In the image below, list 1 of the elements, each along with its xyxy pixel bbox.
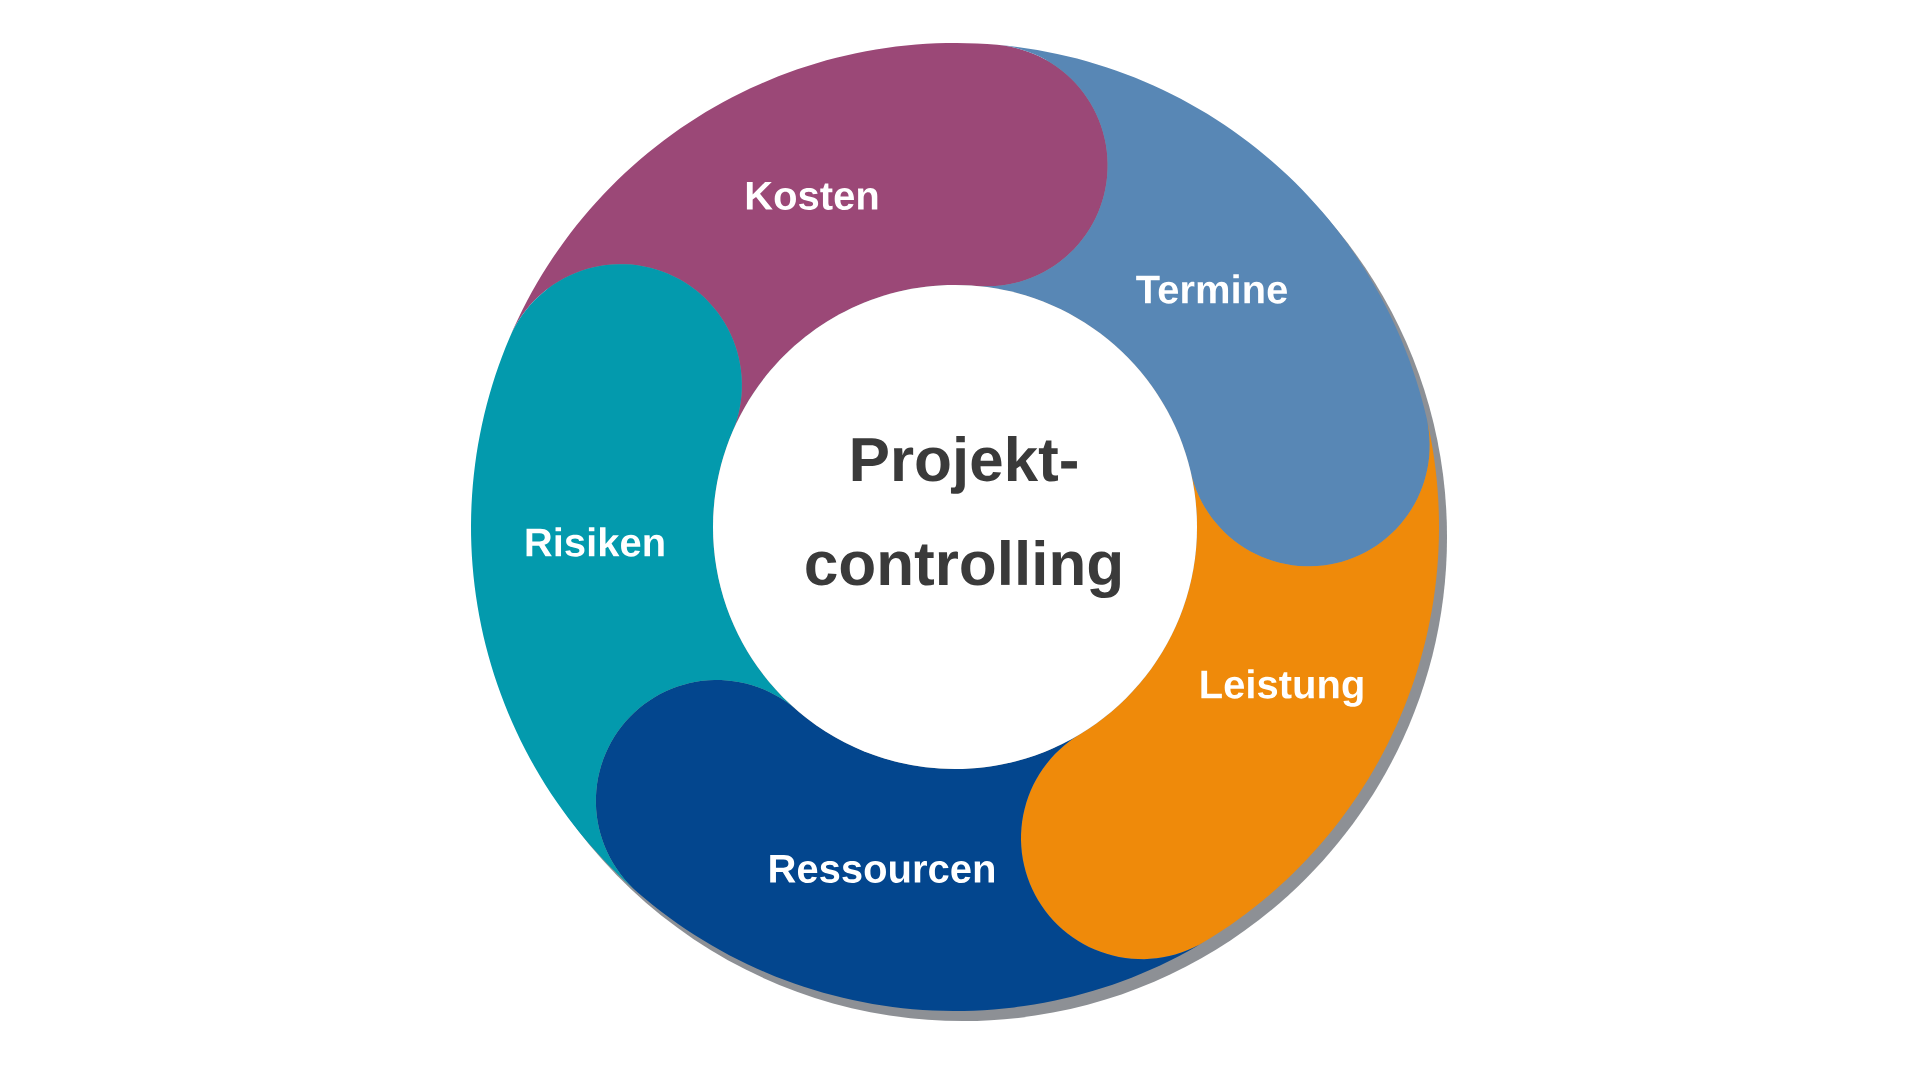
ring-segment: Kosten (509, 43, 1108, 433)
